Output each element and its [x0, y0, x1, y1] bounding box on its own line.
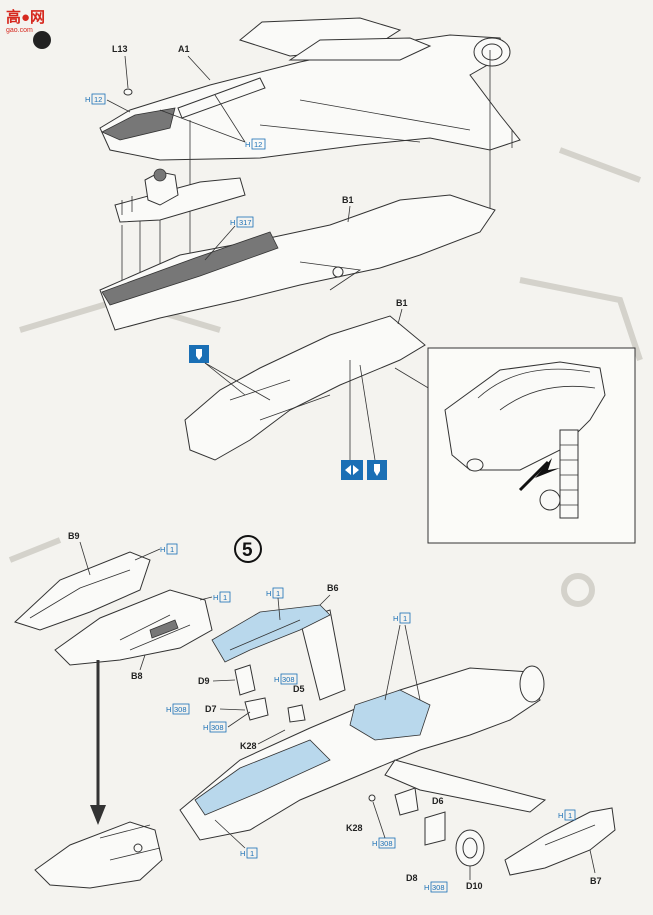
svg-text:H: H	[203, 723, 208, 732]
upper-fuselage-assembly	[99, 17, 521, 161]
svg-text:12: 12	[94, 95, 102, 104]
label-B8: B8	[131, 671, 143, 681]
label-B1-top: B1	[342, 195, 354, 205]
color-code-h12-a: H 12	[85, 93, 106, 105]
svg-text:308: 308	[282, 675, 295, 684]
label-A1: A1	[178, 44, 190, 54]
svg-text:H: H	[424, 883, 429, 892]
svg-text:H: H	[266, 589, 271, 598]
watermark-text: 高●网	[6, 8, 45, 26]
color-code-h12-b: H 12	[245, 138, 266, 150]
svg-text:H: H	[245, 140, 250, 149]
small-parts-left: D9 D7 D5 H 308 H 308 H 308 K28	[166, 664, 306, 751]
color-code-h1-b9: H 1	[160, 543, 178, 555]
canopy-assembly	[14, 551, 213, 666]
color-code-h1-b7: H 1	[558, 809, 576, 821]
color-code-h1-b6: H 1	[266, 587, 284, 599]
color-code-h1-b8: H 1	[213, 591, 231, 603]
watermark-url: gao.com	[6, 27, 33, 34]
svg-text:H: H	[393, 614, 398, 623]
svg-text:H: H	[372, 839, 377, 848]
color-code-h308-b: H 308	[203, 721, 227, 733]
upper-labels: L13 A1 H 12 H 12	[85, 44, 266, 150]
svg-text:H: H	[166, 705, 171, 714]
svg-text:1: 1	[250, 849, 254, 858]
step-number: 5	[242, 540, 253, 561]
label-D10: D10	[466, 881, 483, 891]
main-fuselage-step5	[179, 609, 547, 841]
part-B6: B6 H 1	[211, 583, 339, 663]
svg-text:H: H	[230, 218, 235, 227]
color-code-h308-c: H 308	[274, 673, 298, 685]
canopy-labels: B9 B8 H 1 H 1	[68, 531, 231, 681]
svg-text:308: 308	[380, 839, 393, 848]
mid-fuselage-B1: B1	[184, 298, 426, 461]
svg-text:1: 1	[568, 811, 572, 820]
color-code-h308-a: H 308	[166, 703, 190, 715]
glue-icon	[189, 345, 271, 401]
label-B9: B9	[68, 531, 80, 541]
label-L13: L13	[112, 44, 128, 54]
svg-text:H: H	[160, 545, 165, 554]
glue-icon	[367, 460, 387, 480]
step-5-badge: 5	[234, 535, 262, 563]
svg-text:308: 308	[432, 883, 445, 892]
svg-text:308: 308	[211, 723, 224, 732]
color-code-h308-d: H 308	[372, 837, 396, 849]
svg-text:308: 308	[174, 705, 187, 714]
svg-text:H: H	[558, 811, 563, 820]
color-code-h317: H 317	[230, 216, 254, 228]
svg-text:317: 317	[239, 218, 252, 227]
label-D9: D9	[198, 676, 210, 686]
label-D8: D8	[406, 873, 418, 883]
label-D5: D5	[293, 684, 305, 694]
label-D7: D7	[205, 704, 217, 714]
svg-text:1: 1	[223, 593, 227, 602]
label-B7: B7	[590, 876, 602, 886]
svg-text:H: H	[274, 675, 279, 684]
svg-text:H: H	[240, 849, 245, 858]
label-D6: D6	[432, 796, 444, 806]
site-watermark: 高●网 gao.com	[6, 8, 51, 49]
placement-arrow	[90, 660, 106, 825]
cockpit-tub	[114, 168, 246, 223]
color-code-h308-e: H 308	[424, 881, 448, 893]
inset-detail	[427, 347, 636, 544]
label-B1-mid: B1	[396, 298, 408, 308]
color-code-h1-d5: H 1	[393, 612, 411, 624]
svg-text:1: 1	[403, 614, 407, 623]
flip-view-icon	[341, 460, 363, 480]
lower-fuselage-B1	[99, 194, 496, 331]
svg-text:1: 1	[170, 545, 174, 554]
svg-text:12: 12	[254, 140, 262, 149]
svg-text:1: 1	[276, 589, 280, 598]
label-K28-b: K28	[346, 823, 363, 833]
svg-text:H: H	[213, 593, 218, 602]
label-B6: B6	[327, 583, 339, 593]
upper-b1-labels: B1 H 317	[204, 195, 354, 261]
color-code-h1-lower: H 1	[240, 847, 258, 859]
svg-text:H: H	[85, 95, 90, 104]
nose-section	[34, 821, 163, 889]
label-K28-a: K28	[240, 741, 257, 751]
part-B7: B7 H 1	[504, 807, 616, 886]
small-parts-right: D6 K28 D8 D10 H 308 H 308	[346, 787, 485, 893]
